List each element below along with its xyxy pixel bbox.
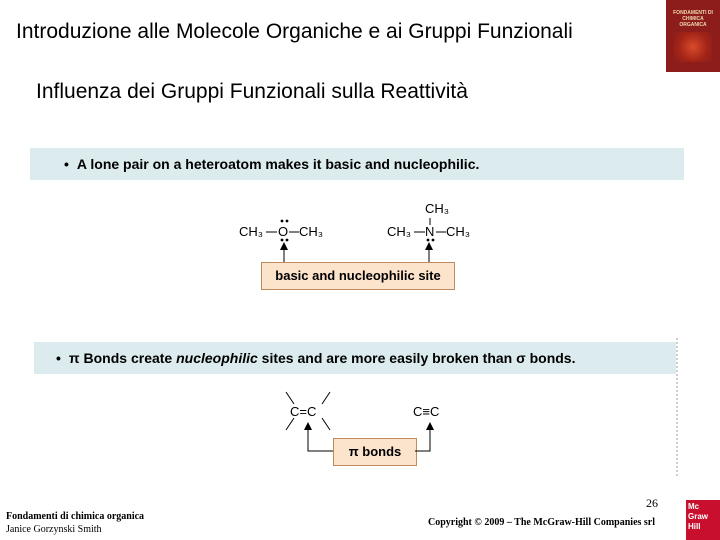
copyright-notice: Copyright © 2009 – The McGraw-Hill Compa…	[428, 517, 655, 528]
footer-author: Janice Gorzynski Smith	[6, 523, 144, 536]
footer-book-credit: Fondamenti di chimica organica Janice Go…	[6, 510, 144, 536]
footer-book-title: Fondamenti di chimica organica	[6, 510, 144, 523]
arrow-to-alkyne	[415, 426, 430, 451]
oxygen-lone-pairs	[281, 220, 289, 242]
alkene-substituent-bonds	[286, 392, 330, 430]
page-number: 26	[646, 496, 658, 511]
nitrogen-lone-pair	[427, 239, 435, 242]
publisher-logo: Mc Graw Hill	[686, 500, 720, 540]
